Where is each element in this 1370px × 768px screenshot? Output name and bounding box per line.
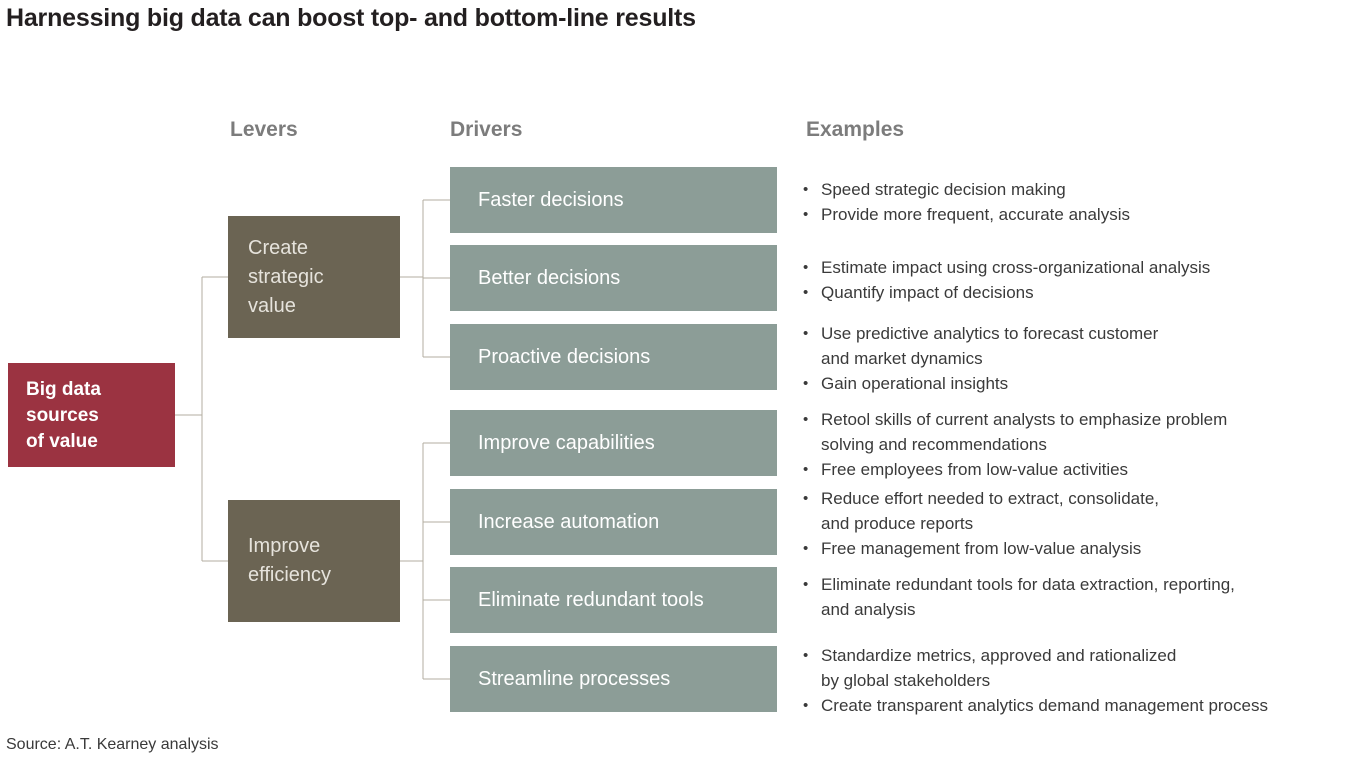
example-bullet: Gain operational insights — [800, 371, 1370, 396]
lever-label: Create strategic value — [248, 236, 324, 317]
example-bullet: Create transparent analytics demand mana… — [800, 693, 1370, 718]
example-group-increase-automation: Reduce effort needed to extract, consoli… — [800, 486, 1370, 561]
example-group-eliminate-redundant-tools: Eliminate redundant tools for data extra… — [800, 572, 1370, 622]
example-list: Estimate impact using cross-organization… — [800, 255, 1370, 305]
example-list: Eliminate redundant tools for data extra… — [800, 572, 1370, 622]
example-bullet: Quantify impact of decisions — [800, 280, 1370, 305]
driver-box-proactive-decisions[interactable]: Proactive decisions — [450, 324, 777, 390]
example-bullet: Use predictive analytics to forecast cus… — [800, 321, 1370, 371]
driver-box-better-decisions[interactable]: Better decisions — [450, 245, 777, 311]
example-bullet: Retool skills of current analysts to emp… — [800, 407, 1370, 457]
example-group-improve-capabilities: Retool skills of current analysts to emp… — [800, 407, 1370, 482]
driver-box-eliminate-redundant-tools[interactable]: Eliminate redundant tools — [450, 567, 777, 633]
example-bullet: Free management from low-value analysis — [800, 536, 1370, 561]
root-box-big-data-sources-of-value[interactable]: Big data sources of value — [8, 363, 175, 467]
example-group-better-decisions: Estimate impact using cross-organization… — [800, 255, 1370, 305]
example-list: Standardize metrics, approved and ration… — [800, 643, 1370, 718]
example-bullet: Provide more frequent, accurate analysis — [800, 202, 1370, 227]
page-title: Harnessing big data can boost top- and b… — [6, 4, 696, 32]
example-list: Reduce effort needed to extract, consoli… — [800, 486, 1370, 561]
example-group-proactive-decisions: Use predictive analytics to forecast cus… — [800, 321, 1370, 396]
lever-box-create-strategic-value[interactable]: Create strategic value — [228, 216, 400, 338]
example-list: Use predictive analytics to forecast cus… — [800, 321, 1370, 396]
example-group-streamline-processes: Standardize metrics, approved and ration… — [800, 643, 1370, 718]
example-bullet: Free employees from low-value activities — [800, 457, 1370, 482]
example-bullet: Speed strategic decision making — [800, 177, 1370, 202]
driver-box-improve-capabilities[interactable]: Improve capabilities — [450, 410, 777, 476]
example-bullet: Standardize metrics, approved and ration… — [800, 643, 1370, 693]
example-group-faster-decisions: Speed strategic decision making Provide … — [800, 177, 1370, 227]
column-header-examples: Examples — [806, 118, 905, 141]
driver-box-streamline-processes[interactable]: Streamline processes — [450, 646, 777, 712]
example-bullet: Estimate impact using cross-organization… — [800, 255, 1370, 280]
lever-label: Improve efficiency — [248, 535, 332, 586]
example-bullet: Eliminate redundant tools for data extra… — [800, 572, 1370, 622]
column-header-levers: Levers — [230, 118, 298, 141]
source-note: Source: A.T. Kearney analysis — [6, 736, 219, 753]
driver-box-faster-decisions[interactable]: Faster decisions — [450, 167, 777, 233]
lever-box-improve-efficiency[interactable]: Improve efficiency — [228, 500, 400, 622]
example-list: Speed strategic decision making Provide … — [800, 177, 1370, 227]
column-header-drivers: Drivers — [450, 118, 523, 141]
example-list: Retool skills of current analysts to emp… — [800, 407, 1370, 482]
driver-box-increase-automation[interactable]: Increase automation — [450, 489, 777, 555]
example-bullet: Reduce effort needed to extract, consoli… — [800, 486, 1370, 536]
